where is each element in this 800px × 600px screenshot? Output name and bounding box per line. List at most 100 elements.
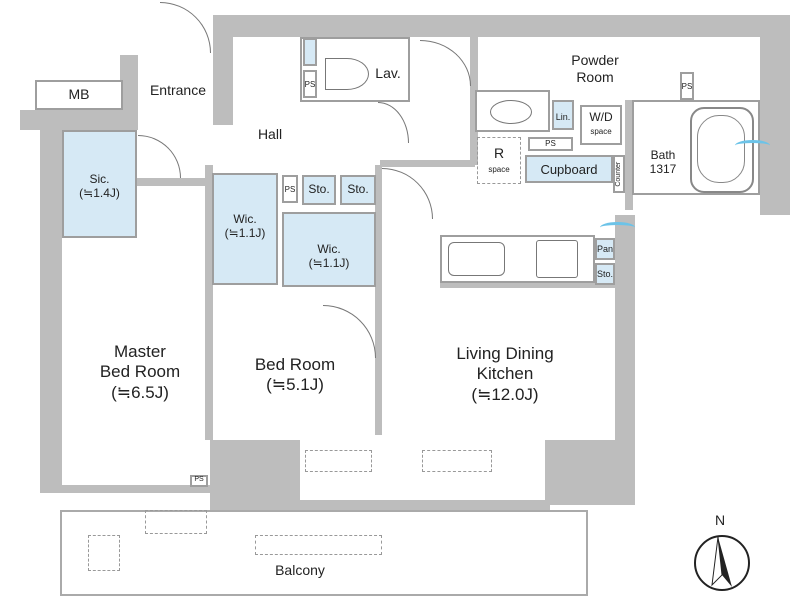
- vent-icon: [600, 222, 635, 233]
- wd-space-label: space: [590, 127, 612, 136]
- door: [382, 168, 433, 219]
- compass-icon: [694, 535, 750, 591]
- wall: [40, 110, 62, 490]
- lav-ps: [303, 70, 317, 98]
- powder-label-1: Powder: [571, 52, 619, 68]
- wd-space: [580, 105, 622, 145]
- outdoor-unit: [88, 535, 120, 571]
- kitchen-sto-label: Sto.: [596, 269, 613, 279]
- balcony: [60, 510, 588, 596]
- wall: [40, 485, 210, 493]
- wic-1-size: (≒1.1J): [224, 226, 266, 241]
- wall: [210, 440, 300, 510]
- lav-ps-label: PS: [304, 80, 316, 89]
- wall: [300, 500, 380, 510]
- wall: [213, 15, 790, 37]
- ldk-size: (≒12.0J): [471, 384, 539, 404]
- balcony-ps-label: PS: [194, 476, 204, 483]
- balcony-ps: [190, 475, 208, 487]
- powder-label-2: Room: [576, 68, 614, 85]
- cupboard-label: Cupboard: [540, 162, 598, 177]
- lin-label: Lin.: [555, 112, 571, 122]
- compass-north-label: N: [714, 512, 726, 528]
- balcony-label: Balcony: [275, 562, 325, 578]
- cupboard: [525, 155, 613, 183]
- hall-label: Hall: [257, 126, 283, 142]
- lav-label: Lav.: [375, 65, 401, 81]
- door: [378, 102, 409, 143]
- wall: [380, 160, 475, 167]
- bath-name: Bath: [650, 148, 676, 162]
- bath-size: 1317: [649, 162, 677, 177]
- bath-ps-label: PS: [681, 82, 693, 91]
- ps-box: [528, 137, 573, 151]
- ps-label: PS: [545, 139, 556, 148]
- sic-label: Sic.(≒1.4J): [62, 172, 137, 201]
- wic-ps: [282, 175, 298, 203]
- bedroom-size: (≒5.1J): [266, 375, 324, 395]
- window-mark: [145, 510, 207, 534]
- mb-box: [35, 80, 123, 110]
- window-mark: [422, 450, 492, 472]
- window-mark: [305, 450, 372, 472]
- wd-label: W/D: [589, 110, 613, 124]
- counter: [613, 155, 625, 193]
- pantry: [595, 238, 615, 260]
- wall: [545, 440, 617, 505]
- wic-2-size: (≒1.1J): [308, 256, 350, 271]
- door: [420, 40, 471, 86]
- wall: [760, 15, 790, 215]
- kitchen-storage: [595, 263, 615, 285]
- r-space: [477, 137, 521, 184]
- mb-label: MB: [68, 86, 90, 102]
- wall: [615, 215, 635, 505]
- wall: [120, 55, 138, 130]
- wall: [440, 280, 615, 288]
- sto-1-label: Sto.: [308, 182, 330, 196]
- r-space-label: space: [488, 165, 510, 174]
- storage-1: [302, 175, 336, 205]
- wic-1-label: Wic.(≒1.1J): [212, 212, 278, 241]
- sic-name: Sic.: [89, 172, 110, 186]
- entrance-label: Entrance: [149, 82, 207, 98]
- door: [138, 135, 181, 178]
- sink-icon: [490, 100, 532, 124]
- sic-closet: [62, 130, 137, 238]
- bath-ps: [680, 72, 694, 100]
- counter-label: Counter: [614, 161, 622, 187]
- wall: [20, 110, 120, 130]
- bathtub-inner: [697, 115, 745, 183]
- wall: [470, 35, 478, 165]
- wall: [205, 165, 213, 440]
- wall: [380, 500, 550, 510]
- linen-closet: [552, 100, 574, 130]
- wic-2-name: Wic.: [317, 242, 341, 256]
- master-name-1: Master: [114, 342, 166, 361]
- pan-label: Pan: [596, 244, 613, 254]
- wic-2: [282, 212, 376, 287]
- window-mark: [255, 535, 382, 555]
- bedroom-label: Bed Room(≒5.1J): [230, 355, 360, 396]
- door: [323, 305, 376, 358]
- lav-counter: [303, 38, 317, 66]
- sic-size: (≒1.4J): [79, 186, 120, 201]
- wall: [213, 15, 233, 125]
- wall: [62, 178, 212, 186]
- wic-ps-label: PS: [284, 185, 296, 194]
- kitchen-sink-icon: [448, 242, 505, 276]
- wic-2-label: Wic.(≒1.1J): [282, 242, 376, 271]
- ldk-name-2: Kitchen: [476, 364, 534, 384]
- storage-2: [340, 175, 376, 205]
- r-label: R: [493, 145, 505, 161]
- master-size: (≒6.5J): [111, 382, 169, 402]
- sto-2-label: Sto.: [347, 182, 369, 196]
- wic-1: [212, 173, 278, 285]
- ldk-name-1: Living Dining: [456, 344, 554, 363]
- wic-1-name: Wic.: [233, 212, 257, 226]
- wall: [375, 165, 382, 435]
